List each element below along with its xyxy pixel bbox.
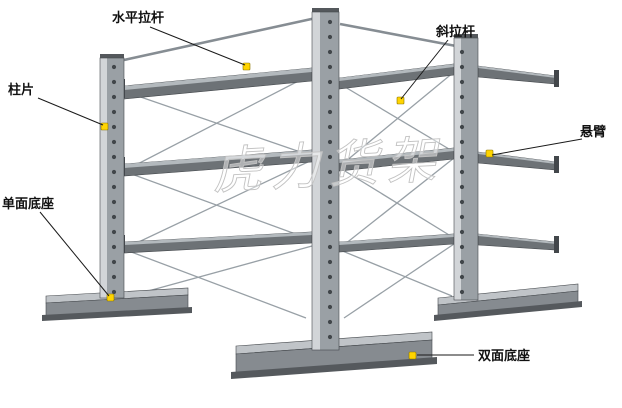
upright-column-middle [311,8,340,351]
leader-cantilever-arm [491,138,583,156]
single-sided-base [42,287,192,321]
label-diagonal-tie-rod: 斜拉杆 [435,24,475,40]
label-single-sided-base: 单面底座 [2,196,54,212]
upright-column-left [99,54,125,299]
label-horizontal-tie-rod: 水平拉杆 [112,10,164,26]
label-cantilever-arm: 悬臂 [580,124,606,140]
label-double-sided-base: 双面底座 [478,348,530,364]
label-column-panel: 柱片 [8,82,34,98]
leader-column-panel [37,97,104,126]
diagonal-tie-rods [125,71,455,319]
leader-lines [37,26,583,356]
marker-diagonal-tie-rod [396,96,405,105]
leader-diagonal-tie-rod [400,39,449,100]
upright-column-right [453,34,479,301]
leader-single-sided-base [39,211,110,297]
marker-cantilever-arm [485,149,494,158]
marker-double-sided-base [408,351,417,360]
cantilever-arms-bay1 [119,67,313,254]
leader-horizontal-tie-rod [149,26,246,66]
cantilever-arms-right-side [477,65,559,253]
watermark-text: 虎力货架 [211,131,446,201]
horizontal-tie-rods [123,16,457,62]
marker-column-panel [100,122,109,131]
marker-horizontal-tie-rod [242,62,251,71]
part-labels: 水平拉杆 斜拉杆 柱片 悬臂 单面底座 双面底座 [2,10,606,364]
